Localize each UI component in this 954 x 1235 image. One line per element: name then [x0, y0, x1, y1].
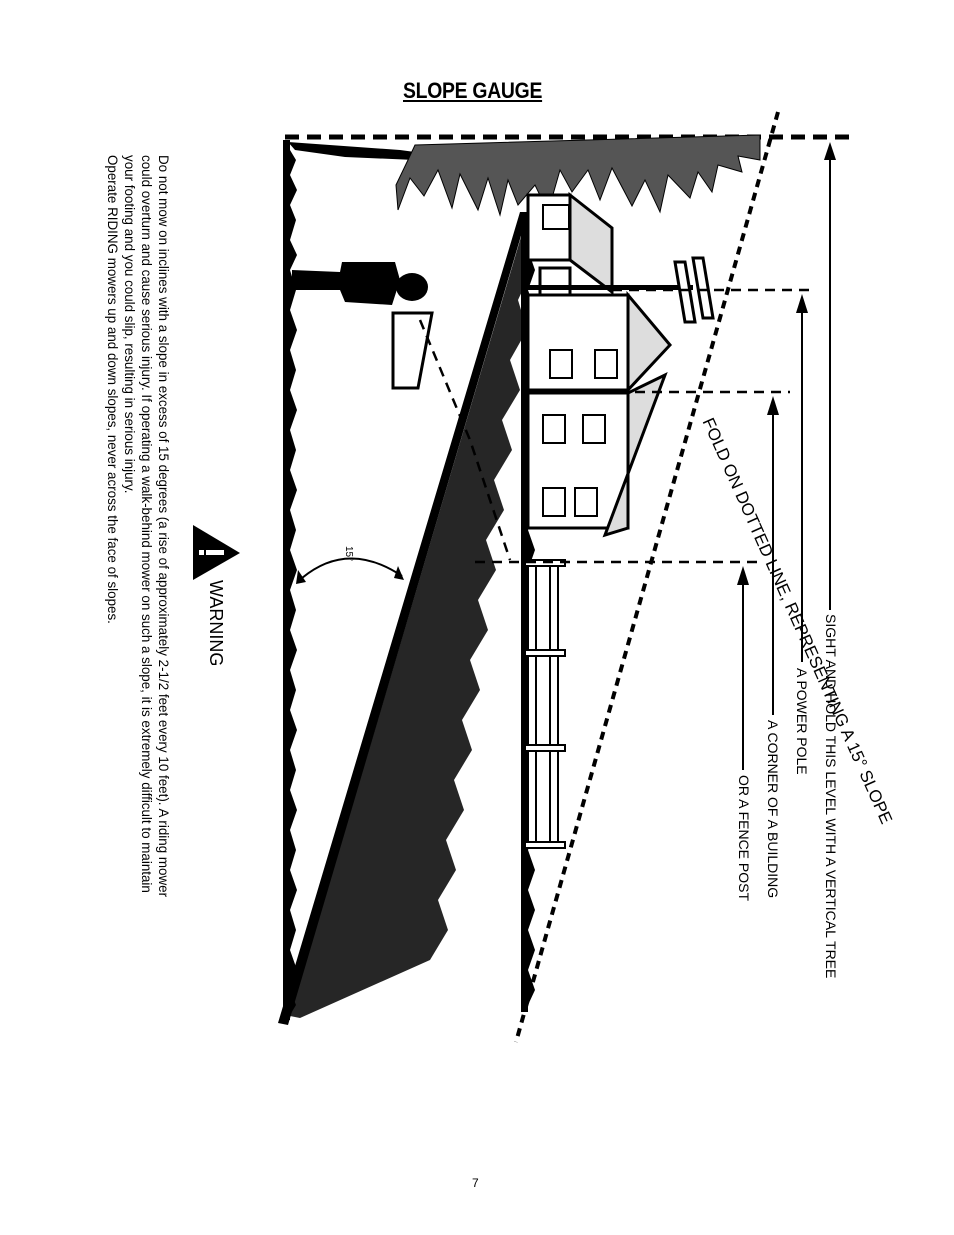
sight-lines [418, 288, 810, 564]
sight-label-fence: OR A FENCE POST [736, 775, 752, 902]
warning-text-line: Do not mow on inclines with a slope in e… [156, 155, 171, 898]
tree-silhouette [395, 134, 761, 217]
building-middle [526, 290, 673, 394]
page-title: SLOPE GAUGE [403, 78, 543, 103]
slope-ground [278, 212, 534, 1025]
power-pole [528, 256, 715, 324]
warning-text-line: Operate RIDING mowers up and down slopes… [105, 155, 120, 624]
level-ground [283, 140, 415, 1020]
page-number: 7 [472, 1176, 479, 1190]
fold-dotted-line[interactable] [514, 111, 780, 1043]
angle-arc [296, 557, 404, 584]
angle-label: 15° [343, 546, 354, 562]
warning-text-line: could overturn and cause serious injury.… [139, 155, 154, 893]
person-silhouette [292, 262, 434, 390]
sight-label-pole: A POWER POLE [794, 668, 810, 775]
level-arrows [737, 142, 836, 770]
exclamation-triangle-icon [193, 525, 240, 580]
building-near [526, 191, 614, 332]
warning-heading: WARNING [206, 580, 226, 667]
warning-text-line: your footing and you could slip, resulti… [122, 155, 137, 494]
sight-label-building: A CORNER OF A BUILDING [765, 720, 781, 899]
building-far [526, 372, 668, 538]
fence [524, 559, 566, 849]
